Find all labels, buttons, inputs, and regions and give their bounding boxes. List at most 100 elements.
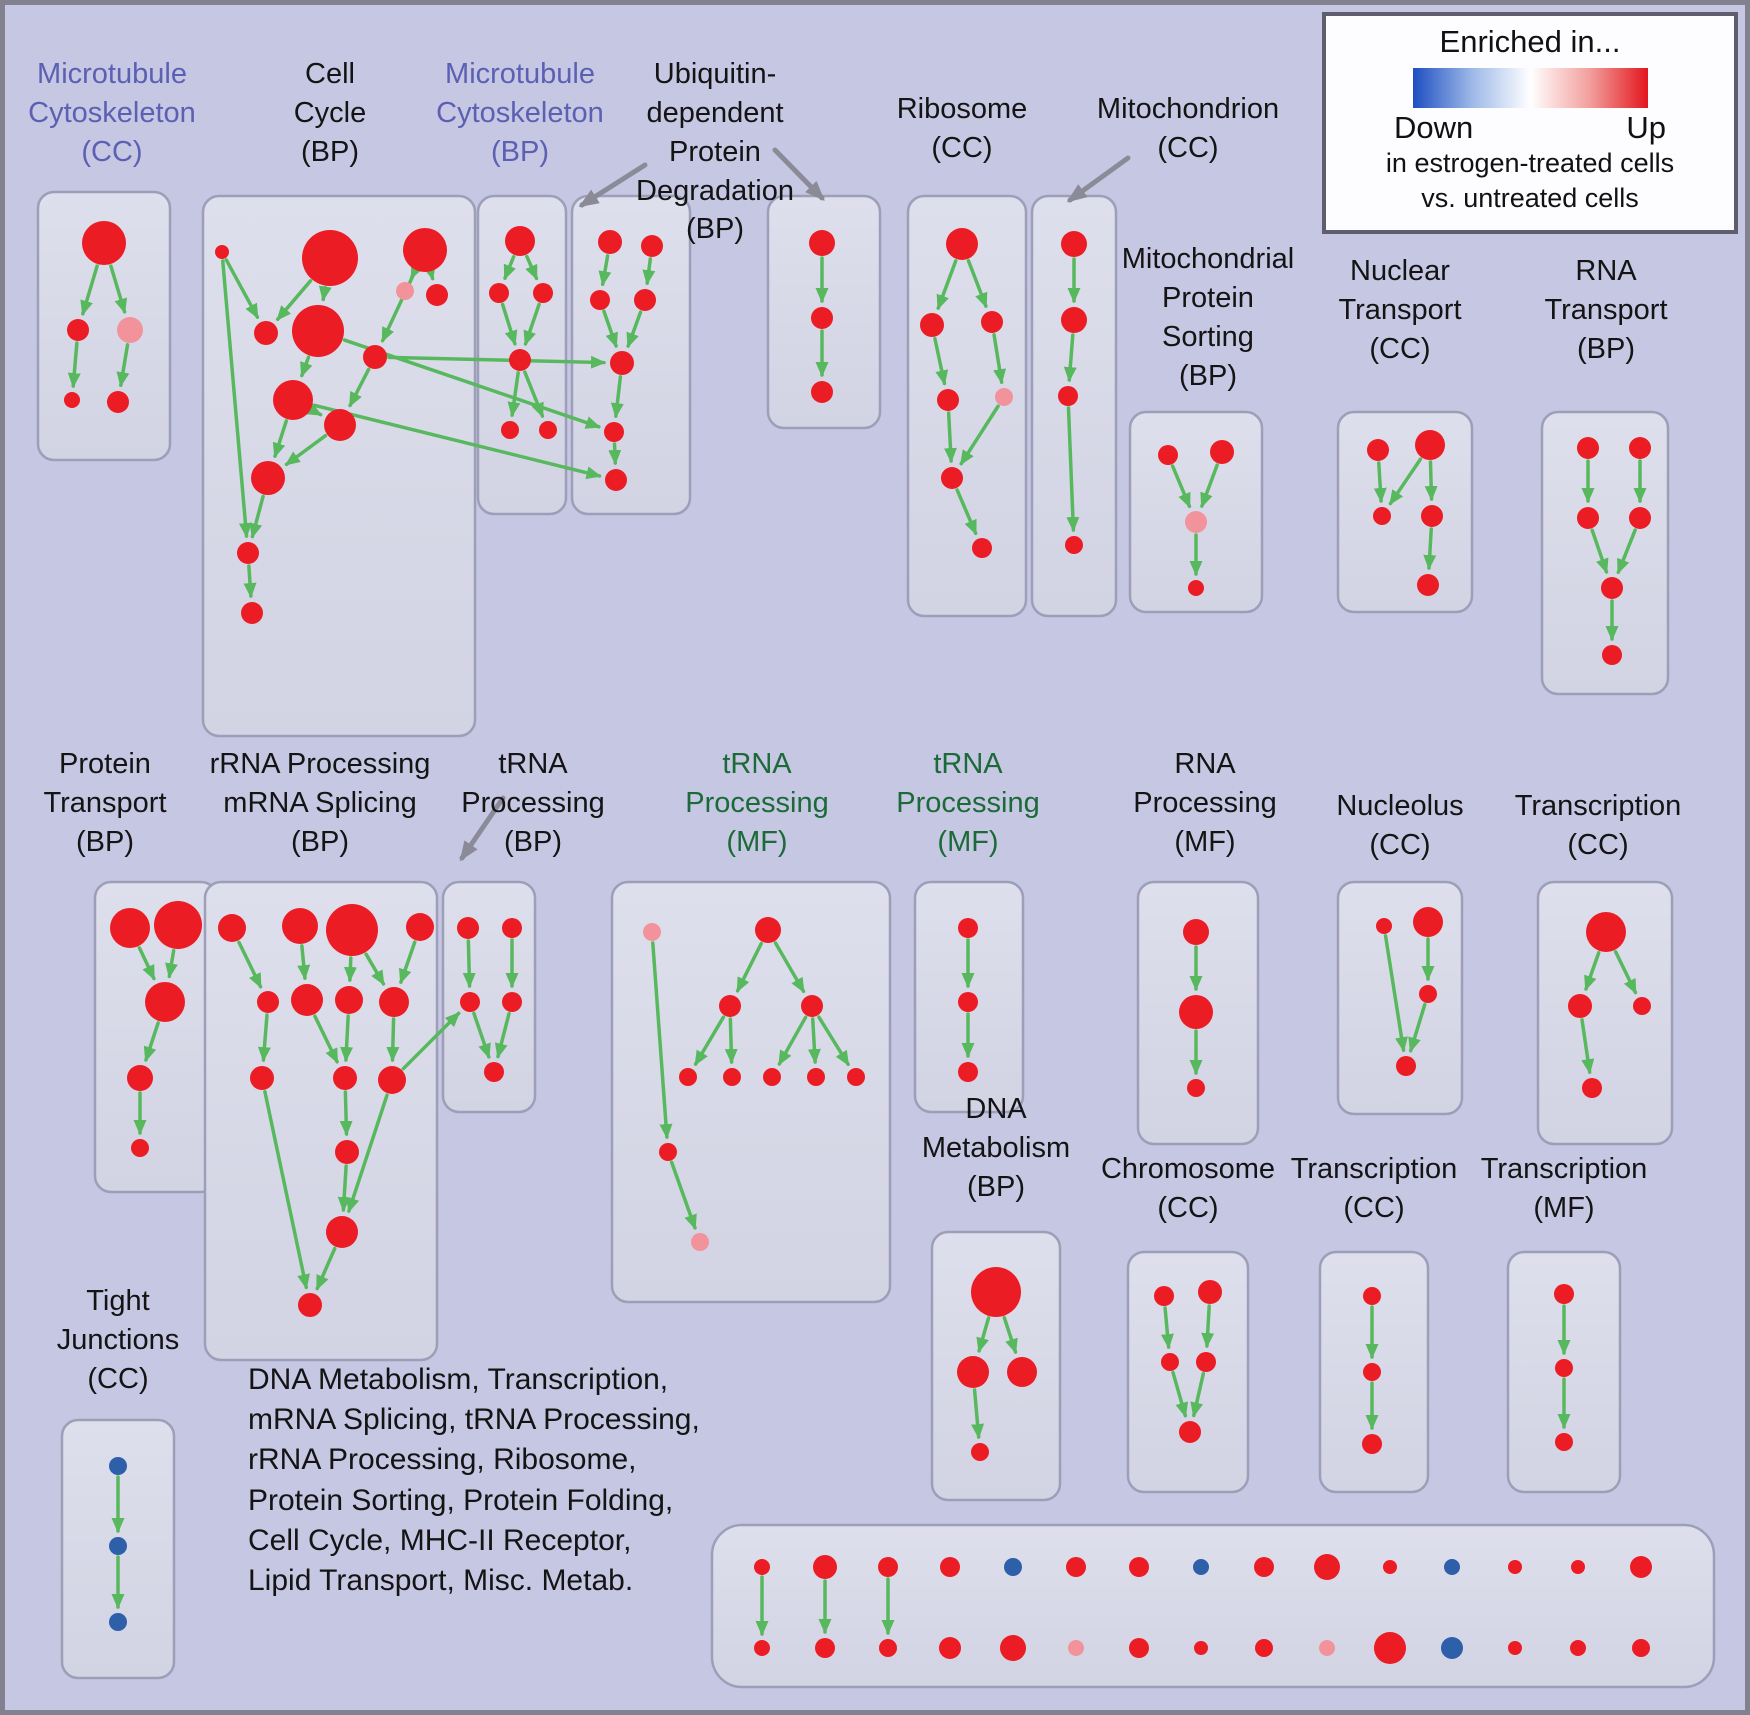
edge-arrow <box>263 1089 310 1290</box>
go-term-node <box>1555 1359 1573 1377</box>
edge-arrow <box>116 343 130 388</box>
edge-arrow <box>318 285 332 302</box>
go-term-node <box>363 345 387 369</box>
go-term-node <box>326 1216 358 1248</box>
edge-arrow <box>1002 1315 1018 1354</box>
go-term-node <box>1374 1632 1406 1664</box>
edge-arrow <box>992 333 1006 385</box>
go-term-node <box>958 918 978 938</box>
edge-arrow <box>109 264 128 314</box>
edge-arrow <box>976 1316 991 1353</box>
go-term-node <box>1586 912 1626 952</box>
cell-cycle-label: Cell Cycle (BP) <box>293 58 367 168</box>
go-term-node <box>1383 1560 1397 1574</box>
edge-arrow <box>143 1021 160 1062</box>
edge-arrow <box>237 940 263 989</box>
edge-arrow <box>943 411 957 464</box>
go-term-node <box>1419 985 1437 1003</box>
edge-arrow <box>1423 527 1437 571</box>
go-term-node <box>813 1555 837 1579</box>
edge-arrow <box>67 341 81 389</box>
go-term-node <box>1444 1559 1460 1575</box>
microtubule-cc-label: Microtubule Cytoskeleton (CC) <box>28 58 196 168</box>
go-term-node <box>1629 437 1651 459</box>
edge-arrow <box>284 433 328 467</box>
go-term-node <box>811 307 833 329</box>
edge-arrow <box>608 442 622 466</box>
go-term-node <box>1319 1640 1335 1656</box>
go-term-node <box>1632 1639 1650 1657</box>
edge-arrow <box>500 302 518 346</box>
go-term-node <box>109 1537 127 1555</box>
go-term-node <box>1508 1641 1522 1655</box>
go-term-node <box>634 289 656 311</box>
go-term-node <box>501 421 519 439</box>
go-term-node <box>292 305 344 357</box>
go-term-node <box>1629 507 1651 529</box>
edge-arrow <box>348 367 371 408</box>
rrna-mrna-label: rRNA Processing mRNA Splicing (BP) <box>209 748 431 858</box>
go-term-node <box>1508 1560 1522 1574</box>
go-term-node <box>109 1613 127 1631</box>
go-term-node <box>1068 1640 1084 1656</box>
legend-subtitle-1: in estrogen-treated cells <box>1385 148 1675 178</box>
trna-mf-2-label: tRNA Processing (MF) <box>896 748 1040 858</box>
go-term-node <box>981 311 1003 333</box>
go-term-node <box>920 313 944 337</box>
go-term-node <box>379 987 409 1017</box>
go-term-node <box>957 1356 989 1388</box>
edge-arrow <box>602 309 618 348</box>
edge-arrow <box>1383 934 1408 1053</box>
cluster-box-misc <box>710 1523 1716 1689</box>
edge-arrow <box>933 336 949 386</box>
go-term-node <box>1602 645 1622 665</box>
go-term-node <box>1179 1421 1201 1443</box>
edge-arrow <box>693 1015 726 1066</box>
go-term-node <box>643 923 661 941</box>
edge-arrow <box>777 1015 808 1066</box>
go-term-node <box>484 1062 504 1082</box>
ribosome-label: Ribosome (CC) <box>896 93 1028 164</box>
edge-arrow <box>626 310 643 348</box>
edge-arrow <box>243 564 257 599</box>
legend-down-label: Down <box>1394 110 1474 145</box>
go-term-node <box>335 986 363 1014</box>
go-term-node <box>1007 1357 1037 1387</box>
go-term-node <box>610 351 634 375</box>
go-term-node <box>82 221 126 265</box>
tight-junctions-label: Tight Junctions (CC) <box>56 1285 180 1395</box>
cluster-box-dna-metabolism <box>930 1230 1062 1502</box>
edge-arrow <box>340 1014 354 1063</box>
go-term-node <box>502 992 522 1012</box>
edge-arrow <box>1066 406 1080 533</box>
edge-arrow <box>1190 1371 1206 1418</box>
go-term-node <box>237 542 259 564</box>
go-term-node <box>801 995 823 1017</box>
go-term-node <box>958 1062 978 1082</box>
trna-mf-1-label: tRNA Processing (MF) <box>685 748 829 858</box>
edge-arrow <box>1590 528 1609 574</box>
go-term-node <box>291 984 323 1016</box>
edge-arrow <box>523 302 541 346</box>
go-term-node <box>298 1293 322 1317</box>
go-term-node <box>958 992 978 1012</box>
edge-arrow <box>249 494 265 539</box>
edge-arrow <box>598 254 612 287</box>
dna-metabolism-label: DNA Metabolism (BP) <box>921 1093 1071 1203</box>
go-term-node <box>605 469 627 491</box>
edge-arrow <box>773 941 806 994</box>
edge-arrow <box>966 259 988 308</box>
go-term-node <box>324 409 356 441</box>
go-term-node <box>117 317 143 343</box>
edge-arrow <box>272 419 289 459</box>
legend: Enriched in... Down Up in estrogen-treat… <box>1322 12 1738 235</box>
go-term-node <box>879 1639 897 1657</box>
go-term-node <box>505 226 535 256</box>
go-term-node <box>457 917 479 939</box>
go-term-node <box>878 1557 898 1577</box>
go-term-node <box>1187 1079 1205 1097</box>
go-term-node <box>1630 1556 1652 1578</box>
go-term-node <box>110 908 150 948</box>
go-term-node <box>67 319 89 341</box>
